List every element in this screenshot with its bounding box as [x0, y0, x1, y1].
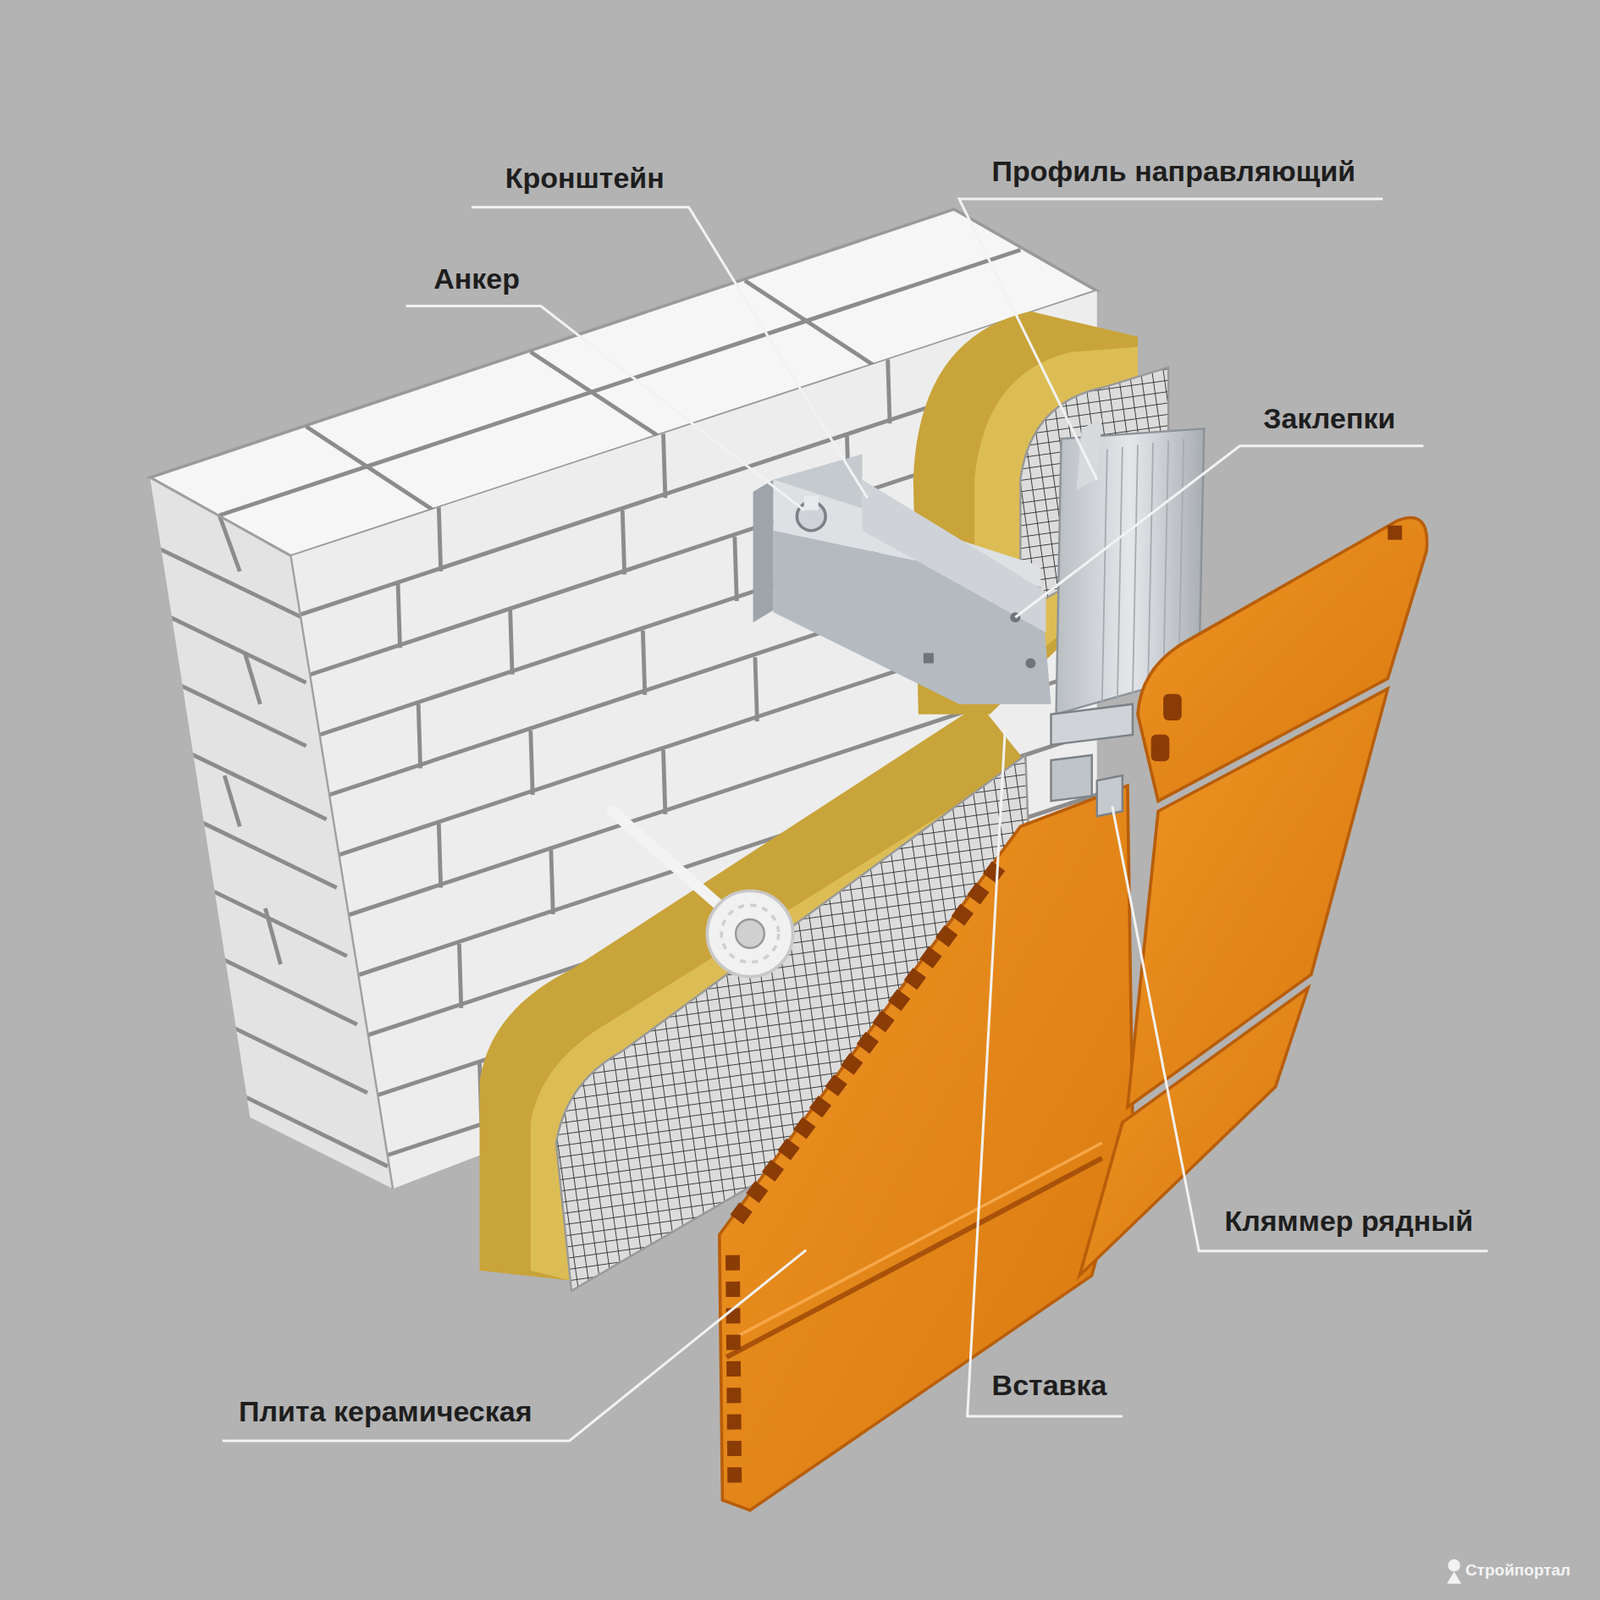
- drawing-part: [551, 849, 553, 915]
- drawing-part: [471, 207, 868, 499]
- leader-lines: [222, 198, 1489, 1441]
- drawing-part: [735, 919, 765, 949]
- drawing-part: [264, 908, 281, 965]
- drawing-part: [143, 920, 358, 1025]
- drawing-part: [1051, 704, 1133, 745]
- drawing-part: [438, 507, 441, 572]
- drawing-part: [143, 794, 337, 889]
- drawing-part: [959, 198, 1383, 480]
- drawing-part: [458, 943, 461, 1009]
- drawing-part: [888, 358, 890, 424]
- drawing-part: [224, 775, 240, 827]
- drawing-part: [438, 823, 441, 889]
- drawing-part: [1151, 734, 1170, 762]
- part-label: Анкер: [433, 261, 520, 297]
- drawing-part: [753, 480, 774, 624]
- drawing-part: [510, 610, 513, 675]
- drawing-part: [406, 306, 805, 511]
- part-label: Кляммер рядный: [1224, 1203, 1474, 1239]
- drawing-part: [1025, 657, 1036, 668]
- drawing-part: [1387, 525, 1402, 541]
- drawing-part: [1447, 1559, 1460, 1572]
- bracket: [753, 453, 1052, 704]
- drawing-part: [726, 1142, 1103, 1342]
- drawing-part: [726, 1158, 1103, 1358]
- insulation-dowel: [612, 811, 793, 977]
- drawing-part: [143, 667, 307, 746]
- drawing-part: [143, 983, 368, 1093]
- drawing-part: [755, 656, 757, 722]
- drawing-part: [923, 652, 934, 663]
- drawing-part: [1163, 694, 1182, 721]
- drawing-part: [642, 630, 645, 696]
- drawing-part: [1102, 448, 1108, 704]
- part-label: Вставка: [992, 1368, 1108, 1403]
- drawing-part: [397, 583, 400, 648]
- drawing-part: [1117, 446, 1123, 701]
- drawing-part: [143, 1047, 388, 1167]
- drawing-part: [244, 652, 260, 704]
- watermark: Стройпортал: [1465, 1561, 1571, 1581]
- drawing-part: [1446, 1571, 1462, 1584]
- drawing-part: [222, 1250, 806, 1441]
- drawing-part: [1163, 441, 1169, 689]
- drawing-part: [1051, 755, 1093, 801]
- drawing-part: [1112, 805, 1489, 1252]
- drawing-part: [306, 426, 450, 521]
- part-label: Профиль направляющий: [992, 154, 1357, 189]
- drawing-part: [662, 433, 665, 498]
- part-label: Плита керамическая: [238, 1394, 532, 1429]
- drawing-part: [143, 857, 348, 957]
- ceramic-tiles: [719, 518, 1428, 1511]
- drawing-part: [530, 352, 674, 447]
- drawing-part: [530, 730, 533, 795]
- drawing-part: [736, 857, 1005, 1220]
- drawing-part: [143, 540, 307, 620]
- drawing-part: [721, 904, 779, 963]
- drawing-part: [1132, 445, 1138, 697]
- drawing-part: [662, 750, 665, 815]
- drawing-part: [706, 890, 793, 977]
- drawing-part: [219, 515, 240, 572]
- part-label: Кронштейн: [505, 160, 665, 196]
- watermark-logo: [1446, 1559, 1462, 1584]
- drawing-part: [804, 496, 819, 511]
- drawing-part: [418, 704, 420, 769]
- drawing-part: [1147, 442, 1154, 692]
- drawing-part: [734, 536, 737, 602]
- drawing-part: [862, 480, 1047, 634]
- drawing-part: [967, 729, 1123, 1417]
- drawing-part: [719, 785, 1133, 1511]
- part-label: Заклепки: [1263, 401, 1396, 436]
- row-clamp: [1051, 704, 1133, 817]
- drawing-part: [732, 1255, 734, 1490]
- drawing-part: [143, 604, 307, 684]
- drawing-part: [1097, 775, 1123, 817]
- drawing-part: [622, 510, 624, 575]
- drawing-part: [744, 280, 889, 375]
- drawing-part: [1076, 418, 1103, 490]
- drawing-part: [149, 477, 393, 1189]
- drawing-part: [1015, 446, 1424, 618]
